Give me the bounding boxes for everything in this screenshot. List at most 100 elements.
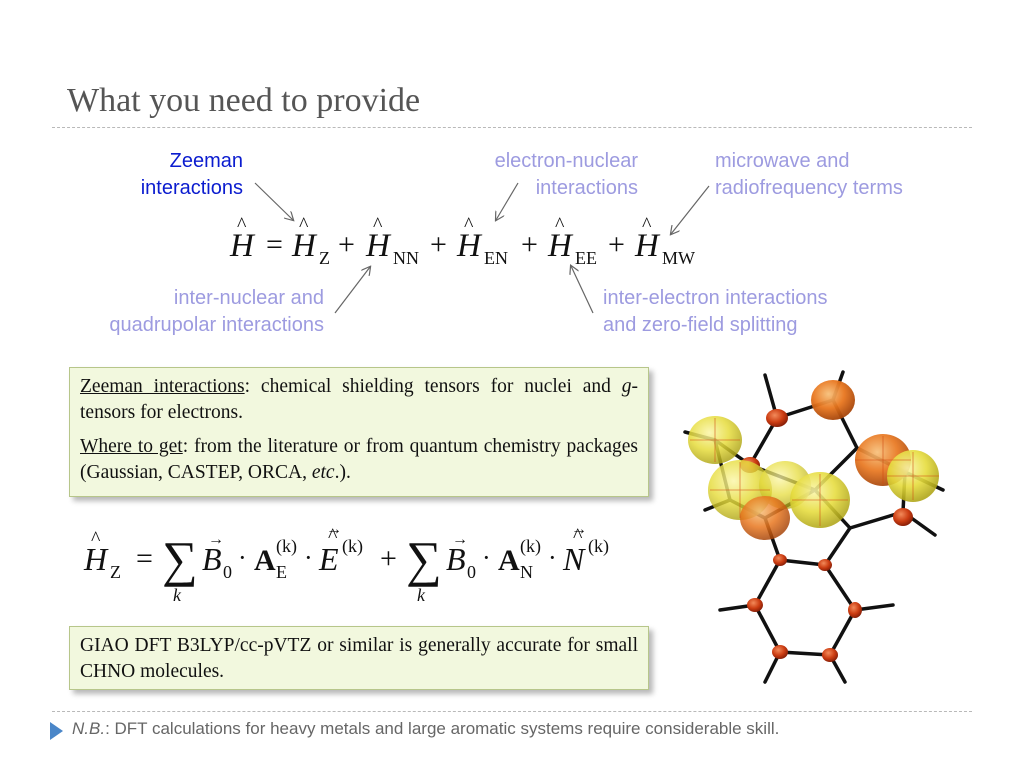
eq-h: H (229, 228, 256, 264)
atom (822, 648, 838, 662)
dot-op: · (548, 543, 557, 572)
eq2-e: E (318, 541, 339, 577)
atom-axes (690, 418, 939, 526)
zeeman-info-paragraph: Zeeman interactions: chemical shielding … (80, 374, 638, 426)
footer-text: : DFT calculations for heavy metals and … (105, 719, 780, 738)
eq-sub-nn: NN (393, 248, 419, 268)
footer-divider (52, 711, 972, 712)
label-mw-line2: radiofrequency terms (715, 177, 903, 199)
label-microwave: microwave and radiofrequency terms (715, 148, 903, 202)
eq2-sub-z: Z (110, 562, 121, 582)
atom (811, 380, 855, 420)
term-zeeman-interactions: Zeeman interactions (80, 376, 245, 397)
eq2-h: H (83, 541, 109, 577)
label-electron-nuclear: electron-nuclear interactions (495, 148, 638, 202)
where-to-get-paragraph: Where to get: from the literature or fro… (80, 434, 638, 486)
sum-index-2: k (417, 585, 426, 605)
arrow-microwave (671, 185, 710, 234)
eq2-sup-k-1: (k) (276, 536, 297, 557)
eq-sub-z: Z (319, 248, 330, 268)
atom (818, 559, 832, 571)
triangle-right-icon (50, 722, 63, 740)
eq2-a-sub-e: E (276, 562, 287, 582)
atom (893, 508, 913, 526)
eq2-equals: = (136, 542, 153, 575)
eq-plus: + (608, 228, 625, 261)
dot-op: · (238, 543, 247, 572)
label-ee-line1: inter-electron interactions (603, 287, 828, 309)
eq2-b-1: B (202, 541, 222, 577)
hat-mark: ^ (299, 214, 309, 236)
g-tensor-symbol: g (621, 376, 632, 397)
atom (747, 598, 763, 612)
hat-mark: ^ (237, 214, 247, 236)
eq2-sup-k-3: (k) (520, 536, 541, 557)
label-mw-line1: microwave and (715, 150, 850, 172)
eq-sub-ee: EE (575, 248, 597, 268)
vector-arrow: → (208, 531, 224, 548)
arrow-inter-electron (571, 266, 594, 314)
zeeman-info-text-a: : chemical shielding tensors for nuclei … (244, 376, 622, 397)
label-zeeman-line1: Zeeman (169, 150, 243, 172)
dot-op: · (482, 543, 491, 572)
eq-h-ee: H (547, 228, 574, 264)
vector-arrow: → (452, 531, 468, 548)
where-to-get-end: .). (334, 462, 351, 483)
label-nn-line2: quadrupolar interactions (109, 314, 324, 336)
hat-mark: ^ (328, 525, 338, 547)
footer-note: N.B.: DFT calculations for heavy metals … (72, 719, 779, 739)
hat-mark: ^ (464, 214, 474, 236)
atom (848, 602, 862, 618)
eq-h-mw: H (634, 228, 661, 264)
eq2-b-2: B (446, 541, 466, 577)
sum-sign-2: ∑ (406, 531, 442, 587)
atom (740, 496, 790, 540)
vector-arrow: → (326, 524, 342, 538)
term-where-to-get: Where to get (80, 436, 183, 457)
label-nn-line1: inter-nuclear and (173, 287, 324, 309)
zeeman-info-box: Zeeman interactions: chemical shielding … (69, 367, 649, 497)
eq-h-nn: H (365, 228, 392, 264)
eq-h-en: H (456, 228, 483, 264)
label-ee-line2: and zero-field splitting (603, 314, 798, 336)
hat-mark: ^ (91, 528, 101, 550)
eq-sub-mw: MW (662, 248, 695, 268)
hat-mark: ^ (373, 214, 383, 236)
arrow-inter-nuclear (334, 267, 370, 314)
eq2-sup-k-4: (k) (588, 536, 609, 557)
label-en-line1: electron-nuclear (494, 150, 638, 172)
eq2-n: N (562, 541, 586, 577)
eq2-a-sub-n: N (520, 562, 533, 582)
sum-index-1: k (173, 585, 182, 605)
title-divider (52, 127, 972, 128)
where-to-get-text: : from the literature or from quantum ch… (80, 436, 639, 483)
eq2-b-sub-2: 0 (467, 562, 476, 582)
vector-arrow: → (571, 524, 587, 538)
giao-dft-box: GIAO DFT B3LYP/cc-pVTZ or similar is gen… (69, 626, 649, 690)
dot-op: · (304, 543, 313, 572)
label-inter-electron: inter-electron interactions and zero-fie… (603, 285, 828, 339)
label-inter-nuclear: inter-nuclear and quadrupolar interactio… (109, 285, 324, 339)
label-zeeman-line2: interactions (140, 177, 243, 199)
slide-title: What you need to provide (67, 82, 421, 119)
molecule-atoms (688, 380, 939, 662)
giao-dft-text: GIAO DFT B3LYP/cc-pVTZ or similar is gen… (80, 635, 638, 682)
eq-plus: + (338, 228, 355, 261)
atom (772, 645, 788, 659)
eq-equals: = (266, 228, 283, 261)
etc-text: etc (311, 462, 335, 483)
sum-sign-1: ∑ (162, 531, 198, 587)
zeeman-info-text-b: -tensors for electrons. (80, 376, 639, 423)
eq2-a-2: A (498, 544, 520, 577)
hat-mark: ^ (555, 214, 565, 236)
hat-mark: ^ (573, 525, 583, 547)
eq2-b-sub-1: 0 (223, 562, 232, 582)
arrow-electron-nuclear (496, 182, 519, 220)
eq2-a-1: A (254, 544, 276, 577)
arrow-zeeman (254, 182, 293, 220)
hat-mark: ^ (642, 214, 652, 236)
eq-plus: + (430, 228, 447, 261)
eq-plus: + (521, 228, 538, 261)
eq2-plus: + (380, 542, 397, 575)
